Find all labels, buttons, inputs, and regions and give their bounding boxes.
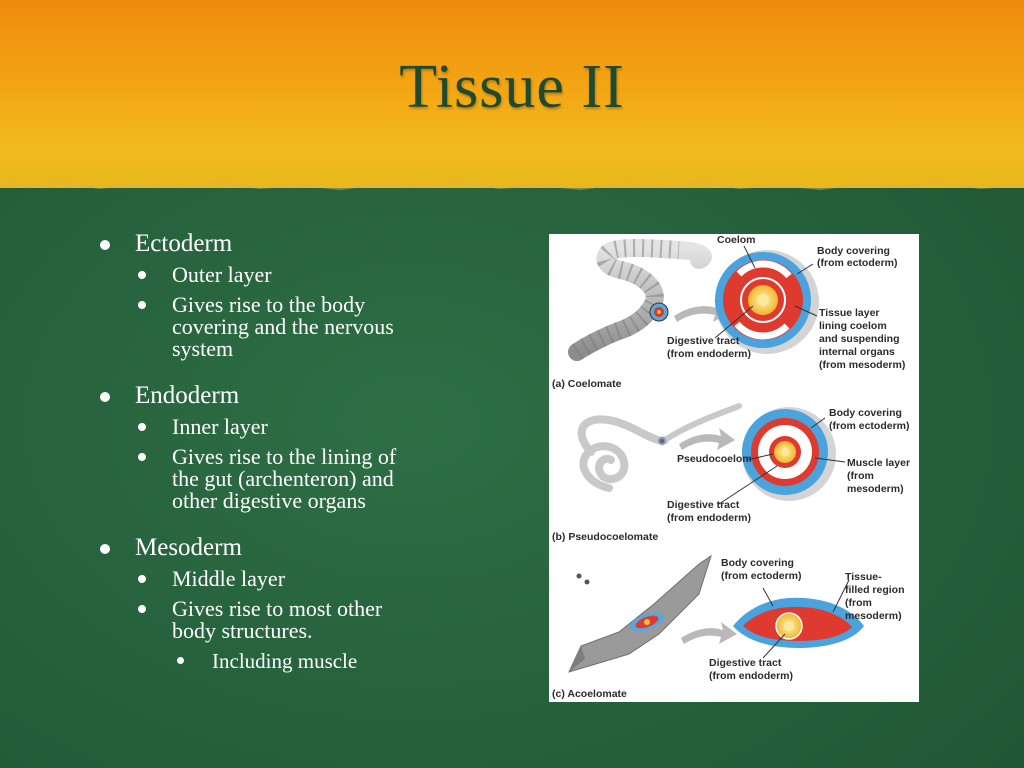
- slide-title: Tissue II: [399, 53, 625, 121]
- bullet-icon: [177, 657, 184, 664]
- svg-text:Digestive tract: Digestive tract: [709, 657, 782, 669]
- sub-bullet: Inner layer: [98, 416, 518, 438]
- svg-text:(from ectoderm): (from ectoderm): [721, 570, 802, 582]
- svg-text:Body covering: Body covering: [721, 557, 794, 569]
- svg-text:Tissue layer: Tissue layer: [819, 307, 880, 319]
- bullet-icon: [138, 605, 146, 613]
- torn-edge: [0, 168, 1024, 191]
- svg-text:Body covering: Body covering: [829, 407, 902, 419]
- caption-coelomate: (a) Coelomate: [552, 378, 622, 390]
- svg-text:(from ectoderm): (from ectoderm): [829, 420, 910, 432]
- label-coelom: Coelom: [717, 234, 756, 246]
- bullet-list: Ectoderm Outer layer Gives rise to the b…: [98, 230, 518, 672]
- sub-bullet: Gives rise to most other body structures…: [98, 598, 518, 642]
- bullet-endoderm: Endoderm: [98, 382, 518, 410]
- bullet-icon: [138, 423, 146, 431]
- svg-text:(from ectoderm): (from ectoderm): [817, 257, 898, 269]
- flatworm-icon: [568, 554, 712, 673]
- svg-text:(from endoderm): (from endoderm): [667, 348, 751, 360]
- sub-bullet: Outer layer: [98, 264, 518, 286]
- sub-sub-bullet: Including muscle: [98, 650, 518, 672]
- coelomate-diagram: Coelom Body covering (from ectoderm) Tis…: [552, 234, 905, 390]
- sub-bullet: Gives rise to the body covering and the …: [98, 294, 518, 360]
- bullet-icon: [100, 392, 110, 402]
- svg-text:(from: (from: [847, 470, 874, 482]
- roundworm-icon: [662, 403, 742, 443]
- caption-pseudocoelomate: (b) Pseudocoelomate: [552, 531, 658, 543]
- svg-text:internal organs: internal organs: [819, 346, 895, 358]
- bullet-icon: [138, 575, 146, 583]
- svg-text:(from: (from: [845, 597, 872, 609]
- svg-text:and suspending: and suspending: [819, 333, 900, 345]
- sub-bullet: Middle layer: [98, 568, 518, 590]
- label-pseudocoelom: Pseudocoelom: [677, 453, 752, 465]
- bullet-ectoderm: Ectoderm: [98, 230, 518, 258]
- svg-text:Digestive tract: Digestive tract: [667, 335, 740, 347]
- header-band: [0, 0, 1024, 188]
- bullet-icon: [100, 544, 110, 554]
- svg-text:Body covering: Body covering: [817, 245, 890, 257]
- sub-bullet: Gives rise to the lining of the gut (arc…: [98, 446, 518, 512]
- bullet-mesoderm: Mesoderm: [98, 534, 518, 562]
- figure-svg: Coelom Body covering (from ectoderm) Tis…: [552, 234, 910, 700]
- svg-text:mesoderm): mesoderm): [845, 610, 902, 622]
- bullet-icon: [100, 240, 110, 250]
- svg-text:Muscle layer: Muscle layer: [847, 457, 910, 469]
- bullet-icon: [138, 453, 146, 461]
- svg-text:(from endoderm): (from endoderm): [709, 670, 793, 682]
- pseudocoelomate-diagram: Body covering (from ectoderm) Pseudocoel…: [552, 403, 910, 543]
- bullet-icon: [138, 301, 146, 309]
- svg-text:filled region: filled region: [845, 584, 905, 596]
- bullet-icon: [138, 271, 146, 279]
- svg-text:(from mesoderm): (from mesoderm): [819, 359, 905, 371]
- svg-text:Digestive tract: Digestive tract: [667, 499, 740, 511]
- svg-text:Tissue-: Tissue-: [845, 571, 882, 583]
- acoelomate-diagram: Body covering (from ectoderm) Tissue- fi…: [552, 554, 905, 700]
- body-cavity-figure: Coelom Body covering (from ectoderm) Tis…: [549, 234, 919, 702]
- caption-acoelomate: (c) Acoelomate: [552, 688, 627, 700]
- svg-text:(from endoderm): (from endoderm): [667, 512, 751, 524]
- svg-text:mesoderm): mesoderm): [847, 483, 904, 495]
- svg-text:lining coelom: lining coelom: [819, 320, 887, 332]
